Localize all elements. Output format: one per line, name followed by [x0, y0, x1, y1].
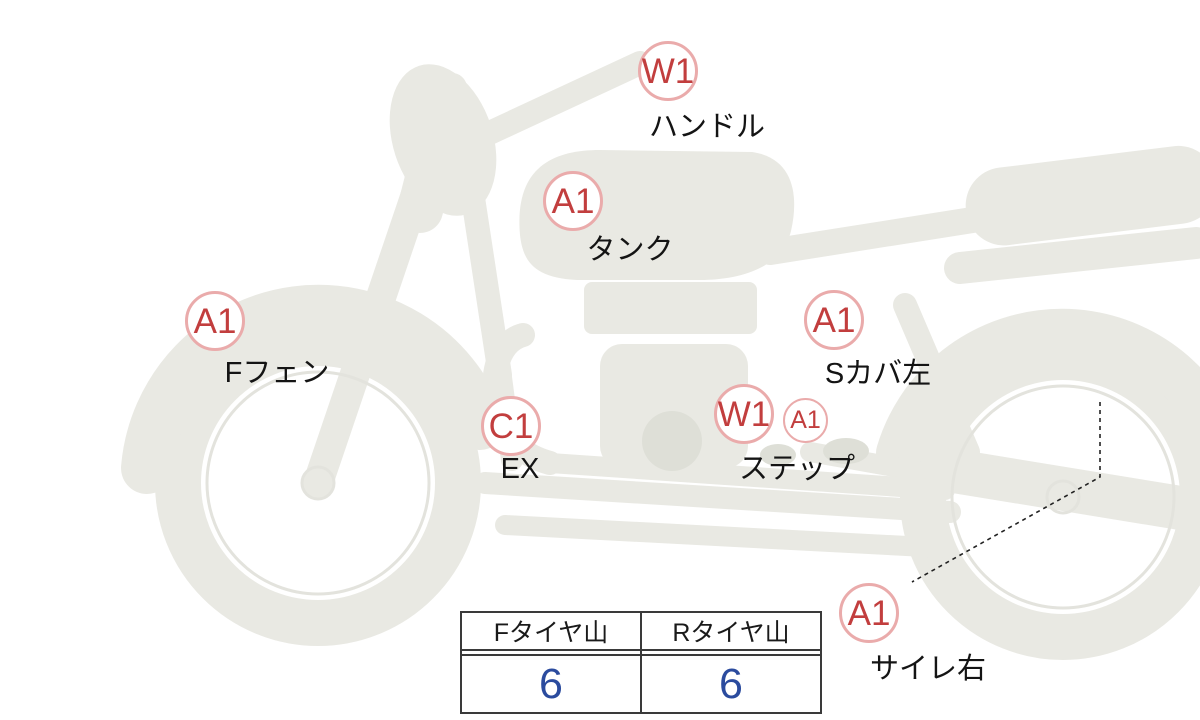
grade-badge-front-fender: A1 [185, 291, 245, 351]
front-wheel [155, 320, 481, 646]
grade-badge-exhaust: C1 [481, 396, 541, 456]
front-fender-shape [121, 284, 506, 494]
grade-badge-silencer-right: A1 [839, 583, 899, 643]
part-label-silencer-right: サイレ右 [869, 653, 987, 685]
engine-crankcase [600, 344, 748, 468]
rear-fender-shape [876, 308, 1200, 476]
grade-badge-step-secondary: A1 [783, 398, 828, 443]
table-double-rule [460, 649, 822, 656]
crank-cover [642, 411, 702, 471]
rear-tire-value: 6 [640, 654, 822, 714]
tire-tread-table: Fタイヤ山 Rタイヤ山 6 6 [460, 611, 822, 714]
grade-badge-step: W1 [714, 384, 774, 444]
exhaust-mid-pipe [540, 453, 955, 500]
rear-hub [1045, 479, 1081, 515]
rear-shock [893, 293, 980, 464]
part-label-exhaust: EX [500, 453, 540, 485]
frame-rail-upper [474, 472, 961, 523]
rear-wheel-rim [950, 384, 1176, 610]
frame-rail-lower [495, 515, 955, 558]
grade-badge-side-cover-left: A1 [804, 290, 864, 350]
part-label-step: ステップ [738, 453, 856, 485]
part-label-handlebar: ハンドル [648, 111, 766, 143]
tail-rail [944, 227, 1200, 284]
front-wheel-rim [205, 370, 431, 596]
headlight-shape [389, 64, 497, 216]
rear-tire-header: Rタイヤ山 [640, 611, 822, 651]
handlebar-shape [456, 51, 652, 155]
seat-shape [965, 145, 1200, 246]
grade-badge-tank: A1 [543, 171, 603, 231]
part-label-tank: タンク [586, 234, 674, 266]
part-label-front-fender: Fフェン [224, 357, 330, 389]
grade-badge-handlebar: W1 [638, 41, 698, 101]
front-hub [300, 465, 336, 501]
engine-cylinder [584, 282, 757, 334]
footpeg-rear [823, 438, 869, 464]
footpeg-front [760, 444, 796, 466]
part-label-side-cover-left: Sカバ左 [824, 358, 932, 390]
front-tire-header: Fタイヤ山 [460, 611, 642, 651]
seat-rail [757, 205, 998, 265]
front-tire-value: 6 [460, 654, 642, 714]
silencer-leader-line [911, 402, 1101, 583]
